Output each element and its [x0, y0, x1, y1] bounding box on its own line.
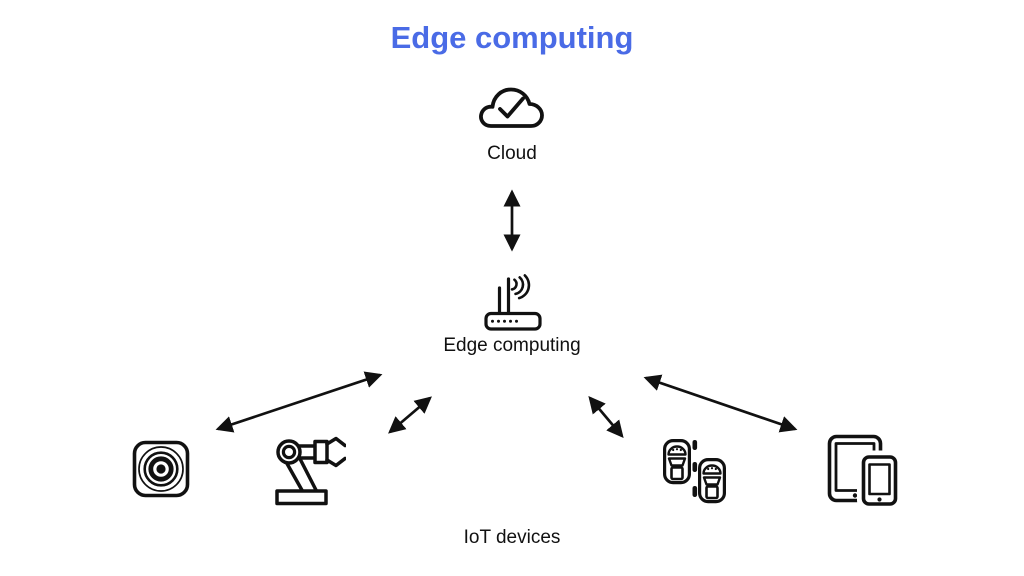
arrow-edge-speaker: [215, 371, 383, 433]
tablet-phone-icon: [827, 434, 901, 510]
arrow-edge-cars: [588, 396, 624, 438]
cloud-label: Cloud: [487, 143, 537, 164]
diagram-title: Edge computing: [390, 20, 634, 55]
iot-devices-label: IoT devices: [463, 527, 561, 548]
speaker-icon: [132, 440, 190, 498]
cloud-check-icon: [479, 87, 544, 128]
wifi-router-icon: [484, 274, 542, 331]
arrow-edge-robot: [388, 396, 432, 434]
arrow-edge-mobile: [643, 374, 798, 433]
robot-arm-icon: [275, 436, 346, 506]
edge-label: Edge computing: [443, 335, 581, 356]
cars-top-view-icon: [663, 439, 726, 504]
